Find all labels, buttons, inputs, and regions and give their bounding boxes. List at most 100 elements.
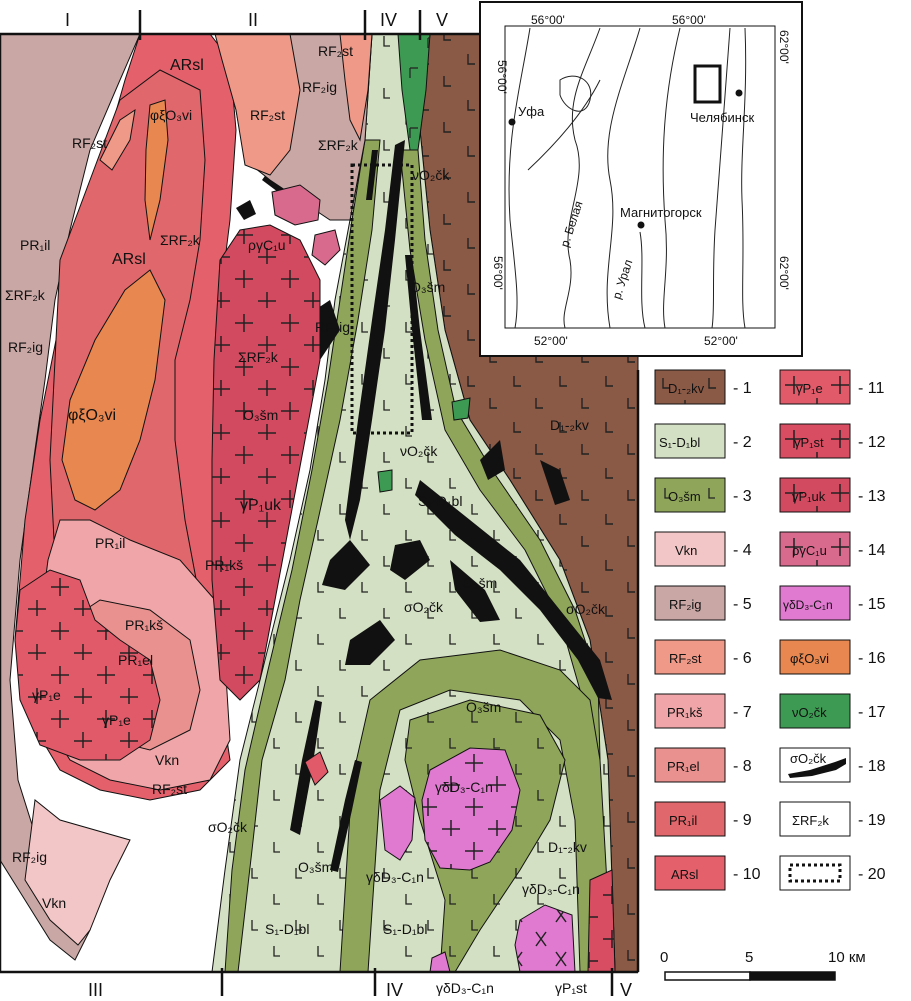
legend-text: γP₁e	[796, 381, 823, 396]
label-sigma-ck-3: σO₂čk	[208, 819, 248, 835]
legend-item: Vkn - 4	[654, 531, 752, 567]
label-gd-n-4: γδD₃-C₁n	[436, 980, 494, 996]
label-o-sm-5: O₃šm	[298, 859, 333, 875]
label-pr-ks-2: PR₁kš	[125, 617, 163, 633]
label-rf-st-2: RF₂st	[250, 107, 285, 123]
city-dot-magnitogorsk	[637, 221, 645, 229]
legend-text: S₁-D₁bl	[659, 435, 700, 450]
unit-rf-ig-west	[0, 33, 141, 961]
zone-label-v-bottom: V	[620, 980, 632, 1000]
unit-nu-ck-small-1	[451, 397, 471, 421]
legend-text: - 11	[858, 380, 884, 397]
label-nu-ck-2: νO₂čk	[400, 443, 438, 459]
legend-item: O₃šm - 3	[654, 477, 752, 513]
scale-bar: 0 5 10 км	[660, 949, 866, 981]
inset-study-area-box	[693, 64, 722, 104]
legend-item: γP₁e - 11	[779, 369, 884, 405]
legend-text: O₃šm	[668, 489, 701, 504]
label-rf-st-1: RF₂st	[72, 135, 107, 151]
label-o-sm-2: O₃šm	[410, 279, 445, 295]
label-sum-rf-k-2: ΣRF₂k	[160, 232, 201, 248]
label-nu-ck-1: νO₂čk	[412, 167, 450, 183]
label-sigma-ck-2: σO₂čk	[566, 601, 606, 617]
legend-text: D₁-₂kv	[668, 381, 705, 396]
zone-label-iv-top: IV	[380, 10, 397, 30]
legend-text: - 12	[858, 434, 886, 451]
legend-text: - 14	[858, 542, 886, 559]
label-sum-rf-k-3: ΣRF₂k	[318, 137, 359, 153]
unit-rf-st-central	[214, 33, 301, 176]
inset-coord-bottom-1: 52°00'	[534, 334, 568, 348]
legend-text: - 5	[733, 596, 752, 613]
unit-small-pink	[304, 751, 329, 786]
zone-label-iv-bottom: IV	[386, 980, 403, 1000]
legend-text: PR₁el	[667, 759, 700, 774]
legend-item: PR₁il - 9	[654, 801, 752, 837]
legend-text: - 16	[858, 650, 886, 667]
legend-text: γδD₃-C₁n	[783, 598, 833, 612]
legend-item: PR₁el - 8	[654, 747, 752, 783]
zone-label-iii: III	[88, 980, 103, 1000]
legend-item: νO₂čk - 17	[779, 693, 886, 729]
legend-item: RF₂st - 6	[654, 639, 752, 675]
label-s-bl-2: S₁-D₁bl	[265, 921, 309, 937]
map-unit-labels: ARsl ARsl φξO₃vi φξO₃vi RF₂st RF₂st RF₂s…	[5, 43, 606, 996]
label-gamma-uk: γP₁uk	[240, 497, 282, 514]
legend: D₁-₂kv - 1 S₁-D₁bl - 2 O₃šm - 3 Vkn - 4 …	[654, 369, 886, 891]
zone-labels-bottom: III IV V	[88, 980, 632, 1000]
legend-text: RF₂st	[669, 651, 702, 666]
legend-text: 10 км	[828, 949, 866, 966]
label-sum-rf-k-4: ΣRF₂k	[238, 349, 279, 365]
inset-coord-bottom-2: 52°00'	[704, 334, 738, 348]
legend-item: S₁-D₁bl - 2	[654, 423, 752, 459]
inset-city-ufa: Уфа	[518, 104, 545, 119]
inset-city-chelyabinsk: Челябинск	[690, 110, 754, 125]
zone-label-ii: II	[248, 10, 258, 30]
label-rf-ig-2: RF₂ig	[8, 339, 43, 355]
legend-text: - 7	[733, 704, 752, 721]
legend-text: ργC₁u	[792, 543, 827, 558]
label-gd-n-3: γδD₃-C₁n	[522, 881, 580, 897]
label-ar-sl-1: ARsl	[170, 57, 204, 74]
legend-item: - 20	[779, 855, 886, 891]
legend-text: γP₁uk	[792, 489, 826, 504]
unit-rho-gamma-u-2	[311, 229, 341, 266]
zone-label-i: I	[65, 10, 70, 30]
unit-v-kn-west	[24, 799, 131, 946]
legend-item: RF₂ig - 5	[654, 585, 752, 621]
legend-text: - 15	[858, 596, 886, 613]
inset-coord-top-1: 56°00'	[531, 13, 565, 27]
label-sigma-ck-1: σO₂čk	[404, 599, 444, 615]
legend-item: ARsl - 10	[654, 855, 761, 891]
study-area-frame	[350, 163, 414, 435]
legend-text: νO₂čk	[792, 705, 827, 720]
legend-text: - 1	[733, 380, 752, 397]
label-rf-ig-3: RF₂ig	[315, 319, 350, 335]
label-pr-ks-1: PR₁kš	[205, 557, 243, 573]
inset-coord-top-2: 56°00'	[672, 13, 706, 27]
label-v-kn-2: Vkn	[42, 895, 66, 911]
inset-map: 56°00' 56°00' 56°00' 56°00' 62°00' 62°00…	[479, 1, 803, 357]
label-rf-ig-1: RF₂ig	[302, 79, 337, 95]
inset-coord-left-2: 56°00'	[491, 256, 505, 290]
label-rf-st-4: RF₂st	[152, 781, 187, 797]
legend-item: σO₂čk - 18	[779, 747, 886, 783]
unit-rf-st-west	[99, 108, 136, 171]
legend-text: - 3	[733, 488, 752, 505]
label-rf-ig-4: RF₂ig	[12, 849, 47, 865]
label-pr-il-1: PR₁il	[20, 237, 50, 253]
label-gamma-e-2: γP₁e	[102, 712, 131, 728]
label-o-sm-1: O₃šm	[243, 407, 278, 423]
zone-labels-top: I II IV V	[65, 10, 448, 30]
city-dot-ufa	[508, 118, 516, 126]
label-gamma-e-1: γP₁e	[32, 687, 61, 703]
legend-text: PR₁il	[669, 813, 697, 828]
label-v-kn-1: Vkn	[155, 752, 179, 768]
legend-item: PR₁kš - 7	[654, 693, 752, 729]
legend-item: γP₁st - 12	[779, 423, 886, 459]
legend-text: - 18	[858, 758, 886, 775]
legend-item: ργC₁u - 14	[779, 531, 886, 567]
label-pr-el: PR₁el	[118, 652, 153, 668]
unit-nu-ck-small-2	[377, 469, 393, 493]
